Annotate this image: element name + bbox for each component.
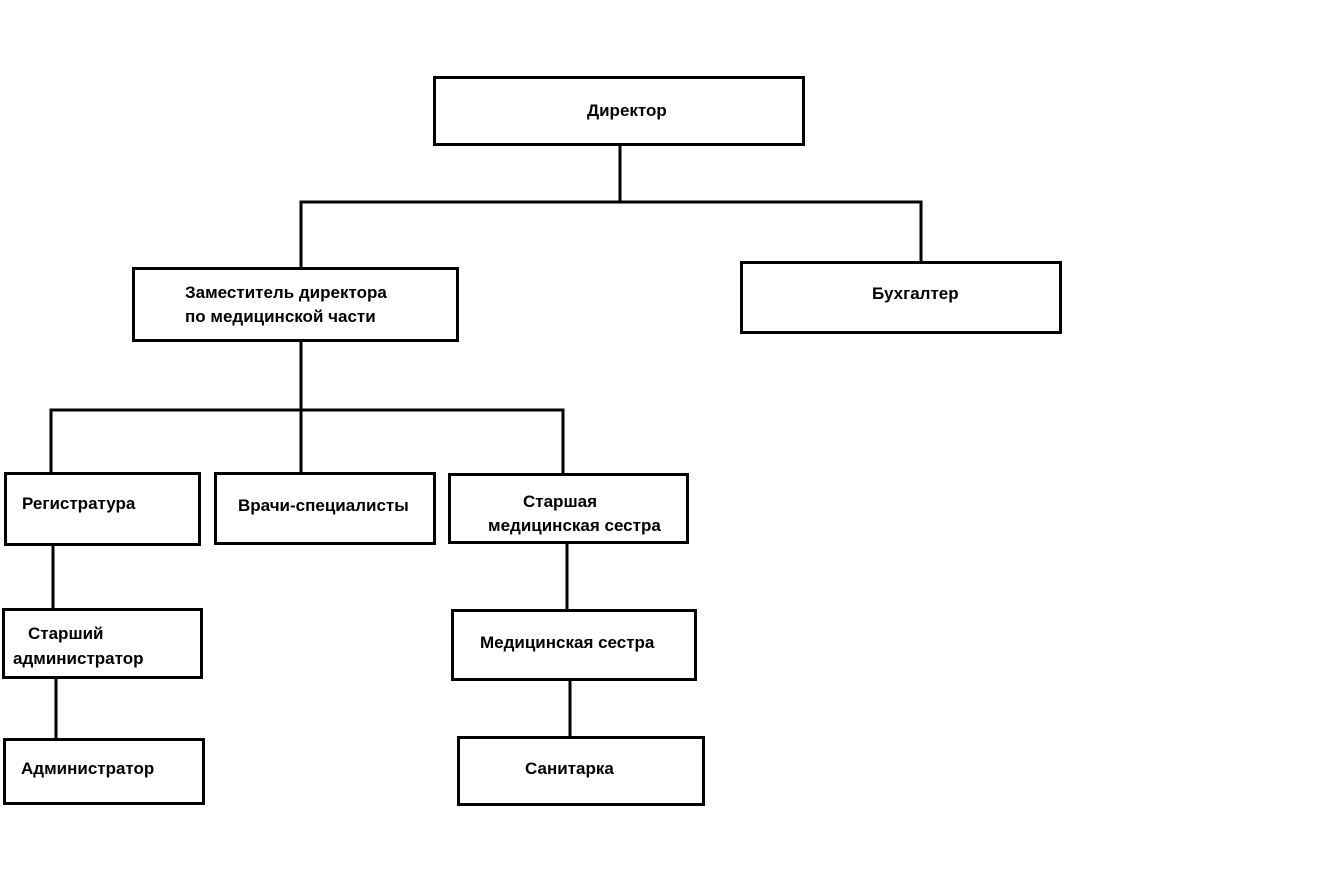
node-director: Директор <box>433 76 805 146</box>
node-label: Администратор <box>21 759 155 778</box>
node-label: по медицинской части <box>185 307 376 326</box>
node-label: Старший <box>28 624 104 643</box>
node-administrator: Администратор <box>3 738 205 805</box>
node-head-nurse: Старшая медицинская сестра <box>448 473 689 544</box>
node-deputy-director: Заместитель директора по медицинской час… <box>132 267 459 342</box>
node-label: Директор <box>587 101 667 120</box>
node-label: Санитарка <box>525 759 614 778</box>
node-label: Заместитель директора <box>185 283 387 302</box>
node-label: Врачи-специалисты <box>238 496 409 515</box>
node-label: Медицинская сестра <box>480 633 655 652</box>
node-label: Старшая <box>523 492 597 511</box>
node-label: Бухгалтер <box>872 284 959 303</box>
node-label: Регистратура <box>22 494 136 513</box>
node-label: администратор <box>13 649 144 668</box>
node-orderly: Санитарка <box>457 736 705 806</box>
node-accountant: Бухгалтер <box>740 261 1062 334</box>
node-nurse: Медицинская сестра <box>451 609 697 681</box>
node-senior-admin: Старший администратор <box>2 608 203 679</box>
node-label: медицинская сестра <box>488 516 661 535</box>
node-registry: Регистратура <box>4 472 201 546</box>
node-doctors: Врачи-специалисты <box>214 472 436 545</box>
